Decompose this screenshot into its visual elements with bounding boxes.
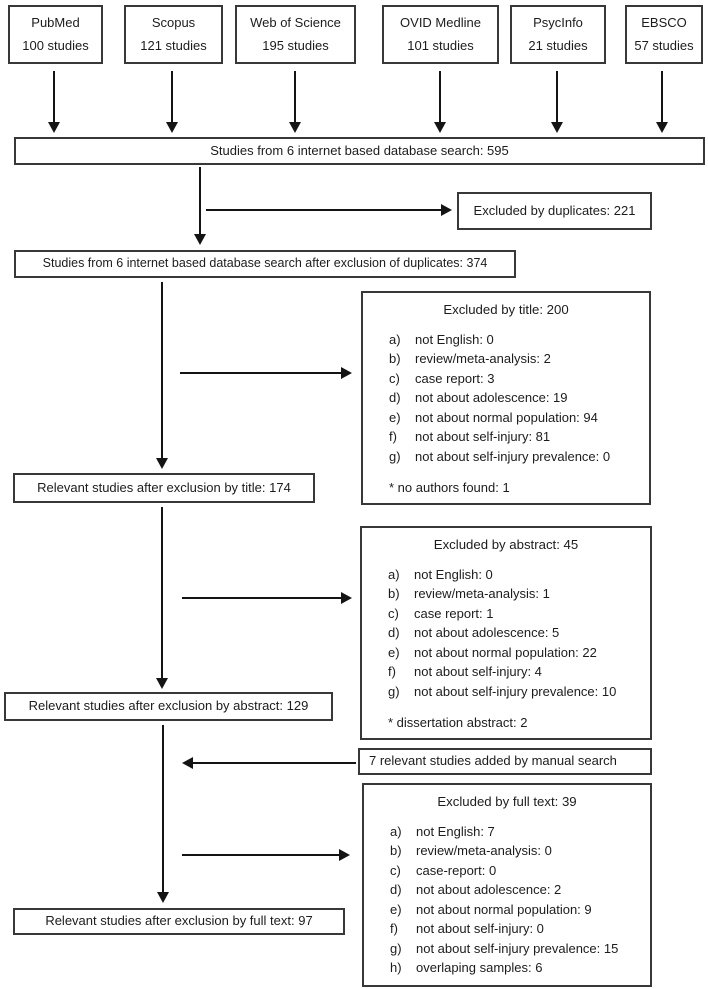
exclusion-title: Excluded by abstract: 45: [433, 537, 579, 552]
arrow-title-to-abstract: [161, 507, 163, 678]
exclusion-title: Excluded by title: 200: [443, 302, 569, 317]
arrow-to-abstract-excluded: [182, 597, 341, 599]
search-total-label: Studies from 6 internet based database s…: [210, 142, 509, 158]
source-box-ebsco: EBSCO 57 studies: [625, 5, 703, 64]
arrow-from-manual-search: [193, 762, 356, 764]
source-count: 195 studies: [262, 38, 329, 54]
excluded-duplicates-label: Excluded by duplicates: 221: [473, 202, 636, 218]
source-count: 57 studies: [634, 38, 694, 54]
excluded-by-fulltext-box: Excluded by full text: 39 a)not English:…: [362, 783, 652, 987]
exclusion-item: d)not about adolescence: 19: [389, 390, 568, 405]
exclusion-item: e)not about normal population: 9: [390, 901, 592, 917]
exclusion-item: f)not about self-injury: 81: [389, 429, 551, 444]
exclusion-list: a)not English: 7 b)review/meta-analysis:…: [390, 822, 644, 978]
manual-search-label: 7 relevant studies added by manual searc…: [369, 753, 617, 769]
source-box-ovid-medline: OVID Medline 101 studies: [382, 5, 499, 64]
exclusion-item: f)not about self-injury: 4: [388, 664, 542, 679]
source-name: Scopus: [151, 14, 196, 30]
arrow-ovid-medline-down: [439, 71, 441, 122]
exclusion-item: d)not about adolescence: 5: [388, 625, 560, 640]
source-box-psycinfo: PsycInfo 21 studies: [510, 5, 606, 64]
exclusion-item: c)case-report: 0: [390, 862, 497, 878]
arrow-scopus-down: [171, 71, 173, 122]
source-count: 21 studies: [528, 38, 588, 54]
exclusion-title: Excluded by full text: 39: [437, 794, 577, 809]
source-name: EBSCO: [641, 14, 687, 30]
exclusion-item: a)not English: 0: [389, 331, 494, 347]
exclusion-item: b)review/meta-analysis: 2: [389, 351, 551, 366]
source-name: PsycInfo: [533, 14, 583, 30]
after-title-label: Relevant studies after exclusion by titl…: [37, 479, 291, 495]
source-box-pubmed: PubMed 100 studies: [8, 5, 103, 64]
search-total-box: Studies from 6 internet based database s…: [14, 137, 705, 165]
arrow-to-duplicates-excluded: [206, 209, 441, 211]
after-abstract-label: Relevant studies after exclusion by abst…: [28, 698, 309, 714]
source-count: 101 studies: [407, 38, 474, 54]
exclusion-list: a)not English: 0 b)review/meta-analysis:…: [388, 565, 644, 702]
exclusion-footnote: * no authors found: 1: [389, 480, 510, 495]
exclusion-item: c)case report: 1: [388, 605, 494, 621]
after-duplicates-box: Studies from 6 internet based database s…: [14, 250, 516, 278]
exclusion-item: e)not about normal population: 22: [388, 644, 597, 660]
excluded-by-abstract-box: Excluded by abstract: 45 a)not English: …: [360, 526, 652, 740]
source-count: 100 studies: [22, 38, 89, 54]
source-count: 121 studies: [140, 38, 207, 54]
excluded-by-title-box: Excluded by title: 200 a)not English: 0 …: [361, 291, 651, 505]
source-box-scopus: Scopus 121 studies: [124, 5, 223, 64]
exclusion-footnote: * dissertation abstract: 2: [388, 715, 528, 730]
source-box-web-of-science: Web of Science 195 studies: [235, 5, 356, 64]
arrow-ebsco-down: [661, 71, 663, 122]
after-abstract-box: Relevant studies after exclusion by abst…: [4, 692, 333, 721]
exclusion-item: h)overlaping samples: 6: [390, 960, 543, 975]
exclusion-item: g)not about self-injury prevalence: 15: [390, 940, 619, 956]
exclusion-item: d)not about adolescence: 2: [390, 882, 562, 897]
exclusion-item: b)review/meta-analysis: 0: [390, 843, 552, 858]
after-title-box: Relevant studies after exclusion by titl…: [13, 473, 315, 503]
arrow-abstract-to-fulltext: [162, 725, 164, 892]
arrow-total-to-deduplicated: [199, 167, 201, 234]
source-name: OVID Medline: [400, 14, 481, 30]
arrow-to-fulltext-excluded: [182, 854, 339, 856]
after-fulltext-label: Relevant studies after exclusion by full…: [45, 913, 313, 929]
exclusion-item: c)case report: 3: [389, 370, 495, 386]
source-name: PubMed: [31, 14, 80, 30]
exclusion-item: b)review/meta-analysis: 1: [388, 586, 550, 601]
exclusion-item: e)not about normal population: 94: [389, 409, 598, 425]
arrow-psycinfo-down: [556, 71, 558, 122]
excluded-duplicates-box: Excluded by duplicates: 221: [457, 192, 652, 230]
exclusion-item: a)not English: 0: [388, 566, 493, 582]
exclusion-list: a)not English: 0 b)review/meta-analysis:…: [389, 330, 643, 467]
manual-search-box: 7 relevant studies added by manual searc…: [358, 748, 652, 775]
source-name: Web of Science: [250, 14, 341, 30]
exclusion-item: f)not about self-injury: 0: [390, 921, 544, 936]
after-duplicates-label: Studies from 6 internet based database s…: [42, 256, 488, 271]
exclusion-item: a)not English: 7: [390, 823, 495, 839]
arrow-pubmed-down: [53, 71, 55, 122]
exclusion-item: g)not about self-injury prevalence: 10: [388, 683, 617, 699]
arrow-to-title-excluded: [180, 372, 341, 374]
exclusion-item: g)not about self-injury prevalence: 0: [389, 448, 611, 464]
after-fulltext-box: Relevant studies after exclusion by full…: [13, 908, 345, 935]
arrow-web-of-science-down: [294, 71, 296, 122]
arrow-deduplicated-to-title: [161, 282, 163, 458]
